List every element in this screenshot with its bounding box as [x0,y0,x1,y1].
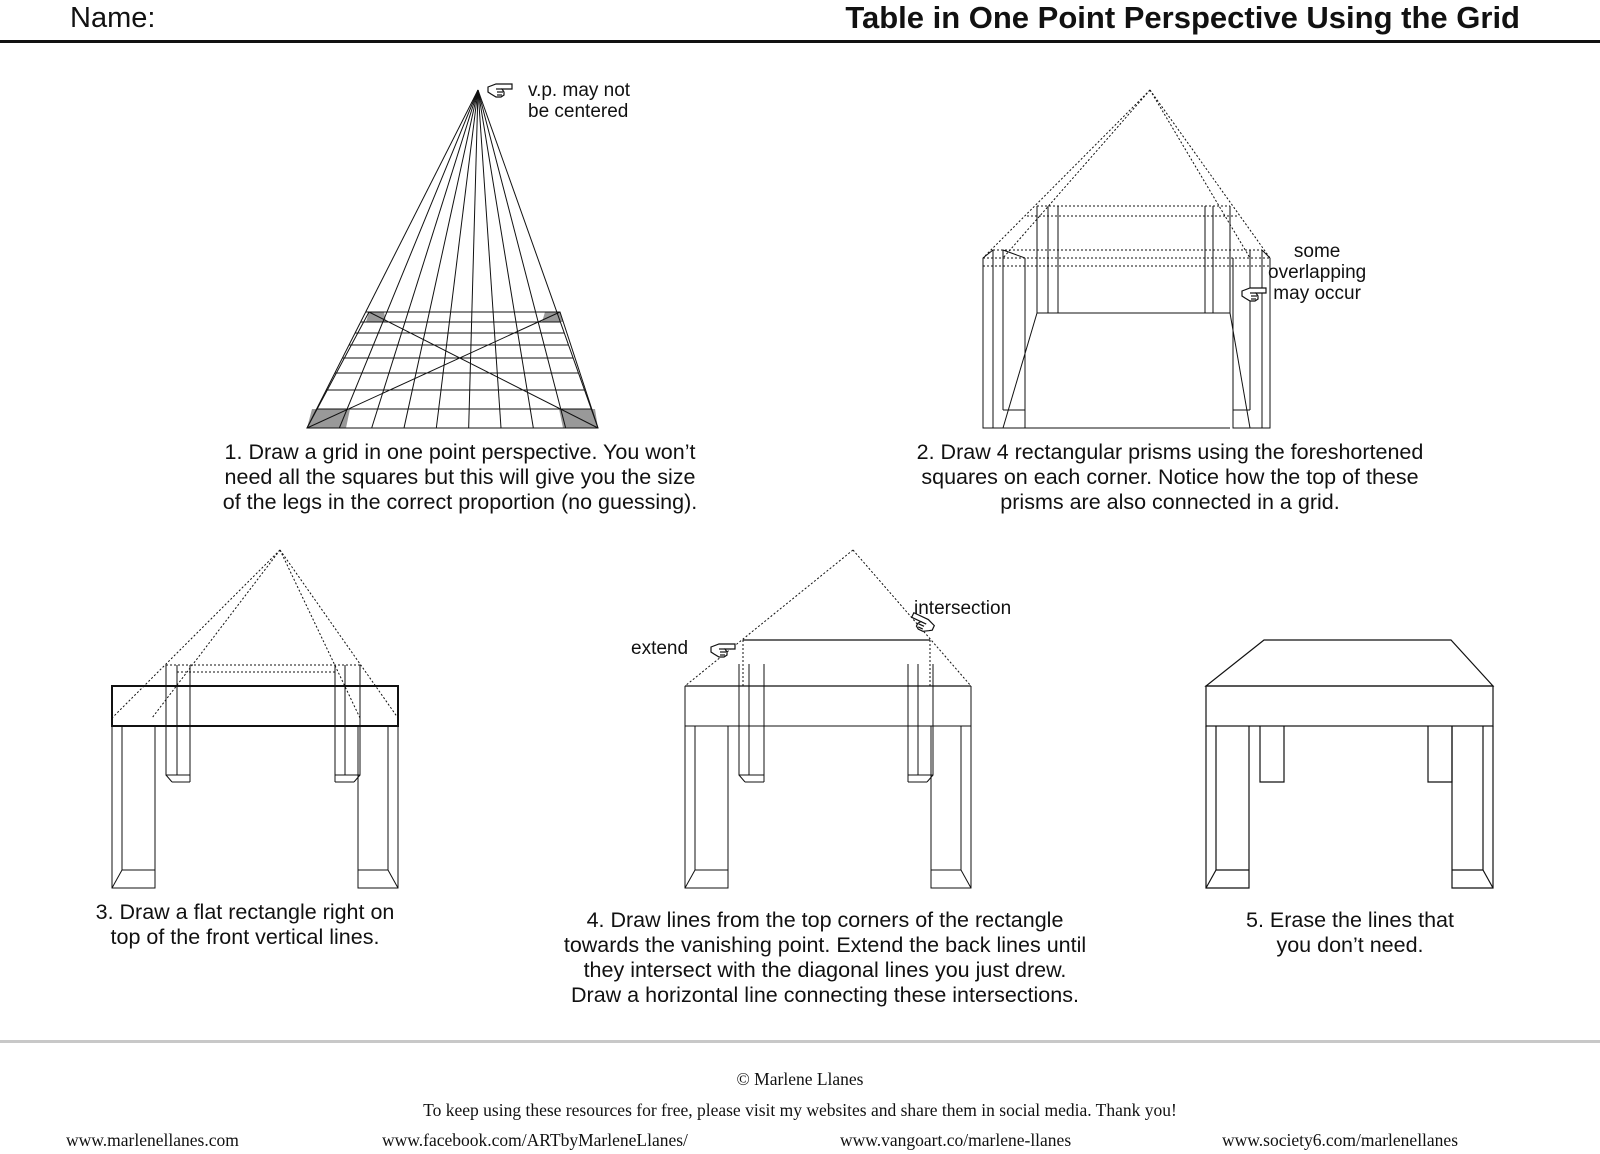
step5-caption: 5. Erase the lines that you don’t need. [1246,908,1454,957]
grid-ray [404,90,478,428]
grid-ray [307,90,478,428]
overlap-note: some overlapping may occur [1268,241,1367,304]
pointing-hand-icon [487,83,513,98]
footer-link-facebook[interactable]: www.facebook.com/ARTbyMarleneLlanes/ [382,1130,688,1150]
grid-ray [339,90,478,428]
intersection-note: intersection [914,598,1012,619]
name-label: Name: [70,2,156,34]
vp-note: v.p. may not be centered [528,80,631,122]
pointing-hand-icon [710,643,736,658]
grid-ray [478,90,533,428]
step1-caption: 1. Draw a grid in one point perspective.… [222,440,698,514]
step4-extend-figure [685,550,971,888]
grid-ray [478,90,566,428]
step1-grid-figure [307,90,598,428]
footer-link-society6[interactable]: www.society6.com/marlenellanes [1222,1130,1459,1150]
grid-ray [436,90,478,428]
grid-ray [469,90,478,428]
footer-message: To keep using these resources for free, … [423,1100,1177,1120]
step3-caption: 3. Draw a flat rectangle right on top of… [95,900,395,949]
step2-caption: 2. Draw 4 rectangular prisms using the f… [916,440,1424,514]
page-title: Table in One Point Perspective Using the… [845,0,1520,35]
header-divider [0,40,1600,43]
footer-divider [0,1040,1600,1043]
step4-caption: 4. Draw lines from the top corners of th… [563,908,1087,1007]
footer-link-website[interactable]: www.marlenellanes.com [66,1130,239,1150]
copyright: © Marlene Llanes [736,1069,864,1089]
footer-link-vangoart[interactable]: www.vangoart.co/marlene-llanes [840,1130,1072,1150]
step2-prisms-figure [983,90,1270,428]
grid-ray [372,90,478,428]
step3-rectangle-figure [111,550,399,888]
grid-ray [478,90,598,428]
extend-note: extend [631,638,689,659]
grid-ray [478,90,501,428]
step5-final-table-figure [1206,640,1493,888]
